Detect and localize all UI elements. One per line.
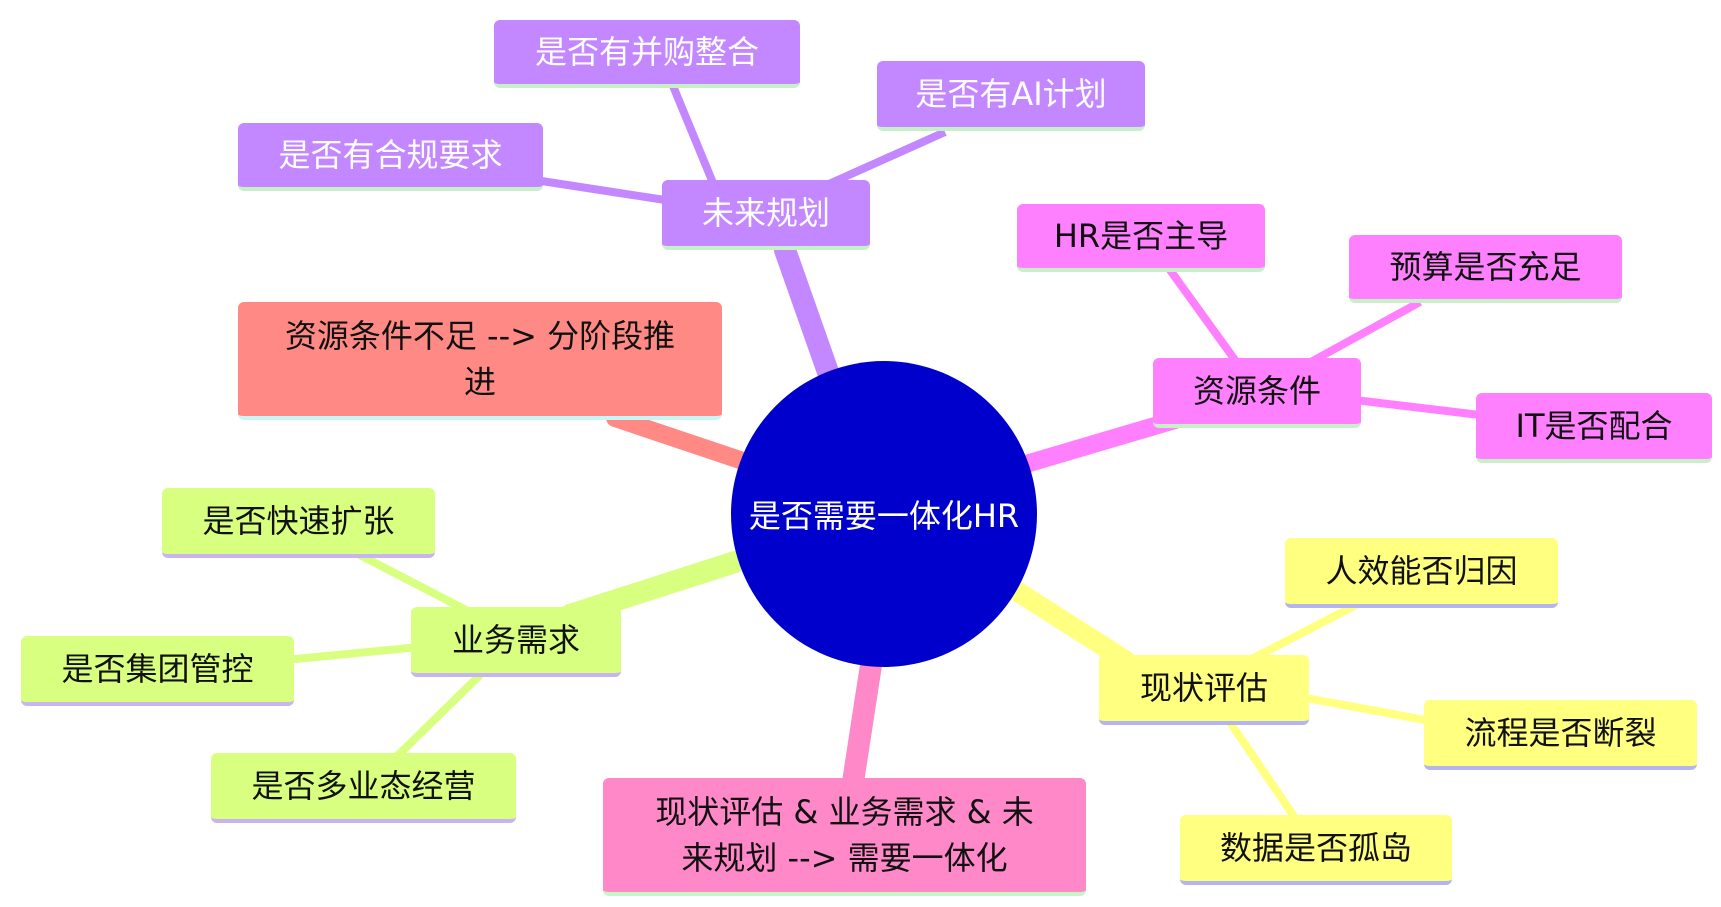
leaf-label: HR是否主导 [1053, 216, 1229, 255]
branch-label: 现状评估 [1139, 668, 1268, 707]
link-resource-3 [1354, 396, 1481, 419]
branch-label: 业务需求 [451, 620, 580, 659]
link-root-business-needs [559, 551, 746, 626]
leaf-biz-multi-format: 是否多业态经营 [211, 753, 516, 823]
branch-label: 资源条件 [1192, 371, 1321, 410]
leaf-resource-it: IT是否配合 [1476, 393, 1712, 463]
link-biz-1 [348, 546, 472, 616]
conclusion-label: 现状评估 & 业务需求 & 未来规划 --> 需要一体化 [655, 792, 1034, 877]
branch-label: 未来规划 [701, 193, 830, 232]
link-root-future-plan [774, 239, 839, 383]
leaf-label: 是否多业态经营 [251, 766, 476, 805]
link-root-resource-conditions [1017, 411, 1184, 473]
branch-current-assessment: 现状评估 [1099, 655, 1309, 725]
link-assess-2 [1289, 691, 1426, 724]
leaf-label: 流程是否断裂 [1464, 713, 1657, 752]
link-root-resource-conclusion [606, 409, 749, 469]
branch-future-plan: 未来规划 [662, 180, 870, 250]
conclusion-label: 资源条件不足 --> 分阶段推进 [284, 316, 676, 401]
leaf-label: 是否有并购整合 [534, 32, 759, 71]
leaf-biz-group-control: 是否集团管控 [21, 636, 294, 706]
leaf-label: 数据是否孤岛 [1219, 828, 1412, 867]
integration-conclusion-node: 现状评估 & 业务需求 & 未来规划 --> 需要一体化 [603, 778, 1086, 896]
leaf-label: 是否集团管控 [61, 649, 254, 688]
link-resource-2 [1298, 298, 1422, 372]
leaf-assess-process: 流程是否断裂 [1424, 700, 1697, 770]
branch-business-needs: 业务需求 [411, 607, 621, 677]
leaf-resource-hr: HR是否主导 [1017, 204, 1265, 272]
leaf-label: IT是否配合 [1515, 406, 1673, 445]
leaf-label: 是否有合规要求 [278, 135, 503, 174]
link-future-3 [534, 176, 666, 204]
link-assess-1 [1238, 599, 1362, 669]
root-node: 是否需要一体化HR [731, 361, 1037, 667]
root-label: 是否需要一体化HR [748, 497, 1020, 535]
link-future-1 [669, 84, 722, 197]
leaf-label: 预算是否充足 [1389, 247, 1582, 286]
leaf-label: 人效能否归因 [1325, 551, 1518, 590]
leaf-label: 是否有AI计划 [915, 74, 1107, 113]
leaf-biz-expansion: 是否快速扩张 [162, 488, 435, 558]
leaf-resource-budget: 预算是否充足 [1349, 235, 1622, 303]
leaf-future-ai: 是否有AI计划 [877, 61, 1145, 131]
link-assess-3 [1221, 712, 1304, 828]
leaf-future-merger: 是否有并购整合 [494, 20, 800, 88]
link-biz-2 [284, 643, 421, 664]
link-root-current-assessment [1005, 580, 1135, 670]
resource-conclusion-node: 资源条件不足 --> 分阶段推进 [238, 302, 722, 420]
leaf-assess-data: 数据是否孤岛 [1180, 815, 1452, 885]
leaf-assess-efficiency: 人效能否归因 [1285, 538, 1558, 608]
leaf-label: 是否快速扩张 [202, 501, 395, 540]
link-resource-1 [1166, 267, 1239, 363]
link-biz-3 [382, 672, 483, 771]
link-future-2 [818, 128, 947, 192]
leaf-future-compliance: 是否有合规要求 [238, 123, 543, 191]
branch-resource-conditions: 资源条件 [1153, 358, 1361, 428]
link-root-integration-conclusion [842, 654, 882, 793]
